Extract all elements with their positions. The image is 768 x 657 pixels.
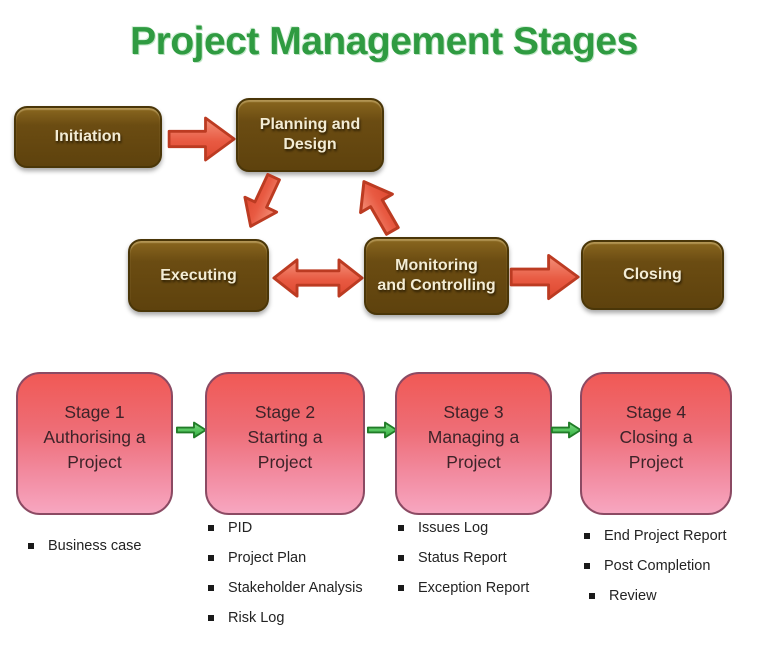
flow-box-label: and Controlling <box>377 277 496 294</box>
stage-1-deliverables: Business case <box>28 538 142 568</box>
deliverable-item: Review <box>589 588 727 604</box>
bullet-square-icon <box>589 593 595 599</box>
stage-subtitle: Authorising a <box>43 427 146 447</box>
flow-box-closing: Closing <box>581 240 724 310</box>
deliverable-item: Business case <box>28 538 142 554</box>
stage-arrow-right-icon <box>176 421 207 439</box>
stage-subtitle: Project <box>446 452 501 472</box>
bullet-square-icon <box>584 533 590 539</box>
bullet-square-icon <box>208 615 214 621</box>
stage-subtitle: Project <box>67 452 122 472</box>
stage-3-deliverables: Issues Log Status Report Exception Repor… <box>398 520 529 610</box>
deliverable-item: Exception Report <box>398 580 529 596</box>
arrow-down-left-icon <box>243 172 281 228</box>
stage-subtitle: Starting a <box>247 427 323 447</box>
deliverable-label: Exception Report <box>418 580 530 596</box>
deliverable-label: Business case <box>48 538 142 554</box>
stage-arrow-right-icon <box>551 421 582 439</box>
stage-title: Stage 4 <box>625 402 687 422</box>
deliverable-item: Post Completion <box>584 558 727 574</box>
stage-box-3: Stage 3 Managing a Project <box>395 372 552 515</box>
stage-subtitle: Managing a <box>427 427 520 447</box>
flow-box-label: Initiation <box>54 128 122 145</box>
flow-box-label: Closing <box>623 266 682 283</box>
deliverable-label: Post Completion <box>604 558 711 574</box>
arrow-right-icon <box>167 116 236 162</box>
deliverable-label: Risk Log <box>228 610 285 626</box>
flow-box-label: Planning and <box>259 116 361 133</box>
flow-box-label: Design <box>283 136 337 153</box>
bullet-square-icon <box>398 525 404 531</box>
stage-subtitle: Project <box>257 452 313 472</box>
flow-box-label: Executing <box>160 266 237 284</box>
deliverable-label: Review <box>609 588 657 604</box>
deliverable-label: Project Plan <box>228 550 307 566</box>
deliverable-item: End Project Report <box>584 528 727 544</box>
bullet-square-icon <box>208 555 214 561</box>
bullet-square-icon <box>208 585 214 591</box>
stage-4-deliverables: End Project Report Post Completion Revie… <box>584 528 727 618</box>
deliverable-label: Stakeholder Analysis <box>228 580 363 596</box>
stage-title: Stage 1 <box>64 402 125 422</box>
stage-box-2: Stage 2 Starting a Project <box>205 372 365 515</box>
flow-box-monitoring-and-controlling: Monitoring and Controlling <box>364 237 509 315</box>
flow-box-label: Monitoring <box>395 257 478 274</box>
deliverable-label: Issues Log <box>418 520 489 536</box>
stage-title: Stage 2 <box>254 402 316 422</box>
deliverable-item: Stakeholder Analysis <box>208 580 363 596</box>
flow-box-executing: Executing <box>128 239 269 312</box>
deliverable-item: PID <box>208 520 363 536</box>
bullet-square-icon <box>398 555 404 561</box>
stage-subtitle: Project <box>628 452 684 472</box>
deliverable-label: PID <box>228 520 253 536</box>
page-title: Project Management Stages <box>130 20 638 63</box>
stage-box-1: Stage 1 Authorising a Project <box>16 372 173 515</box>
stage-2-deliverables: PID Project Plan Stakeholder Analysis Ri… <box>208 520 363 640</box>
flow-box-planning-and-design: Planning and Design <box>236 98 384 172</box>
stage-title: Stage 3 <box>443 402 504 422</box>
arrow-up-left-icon <box>359 180 400 236</box>
stage-box-4: Stage 4 Closing a Project <box>580 372 732 515</box>
flow-box-initiation: Initiation <box>14 106 162 168</box>
deliverable-item: Project Plan <box>208 550 363 566</box>
deliverable-label: Status Report <box>418 550 507 566</box>
arrow-right-icon <box>509 253 580 301</box>
stage-arrow-right-icon <box>367 421 398 439</box>
deliverable-item: Risk Log <box>208 610 363 626</box>
deliverable-label: End Project Report <box>604 528 727 544</box>
bullet-square-icon <box>28 543 34 549</box>
deliverable-item: Status Report <box>398 550 529 566</box>
bullet-square-icon <box>584 563 590 569</box>
bullet-square-icon <box>208 525 214 531</box>
bullet-square-icon <box>398 585 404 591</box>
deliverable-item: Issues Log <box>398 520 529 536</box>
stage-subtitle: Closing a <box>619 427 693 447</box>
arrow-double-horizontal-icon <box>272 258 364 298</box>
